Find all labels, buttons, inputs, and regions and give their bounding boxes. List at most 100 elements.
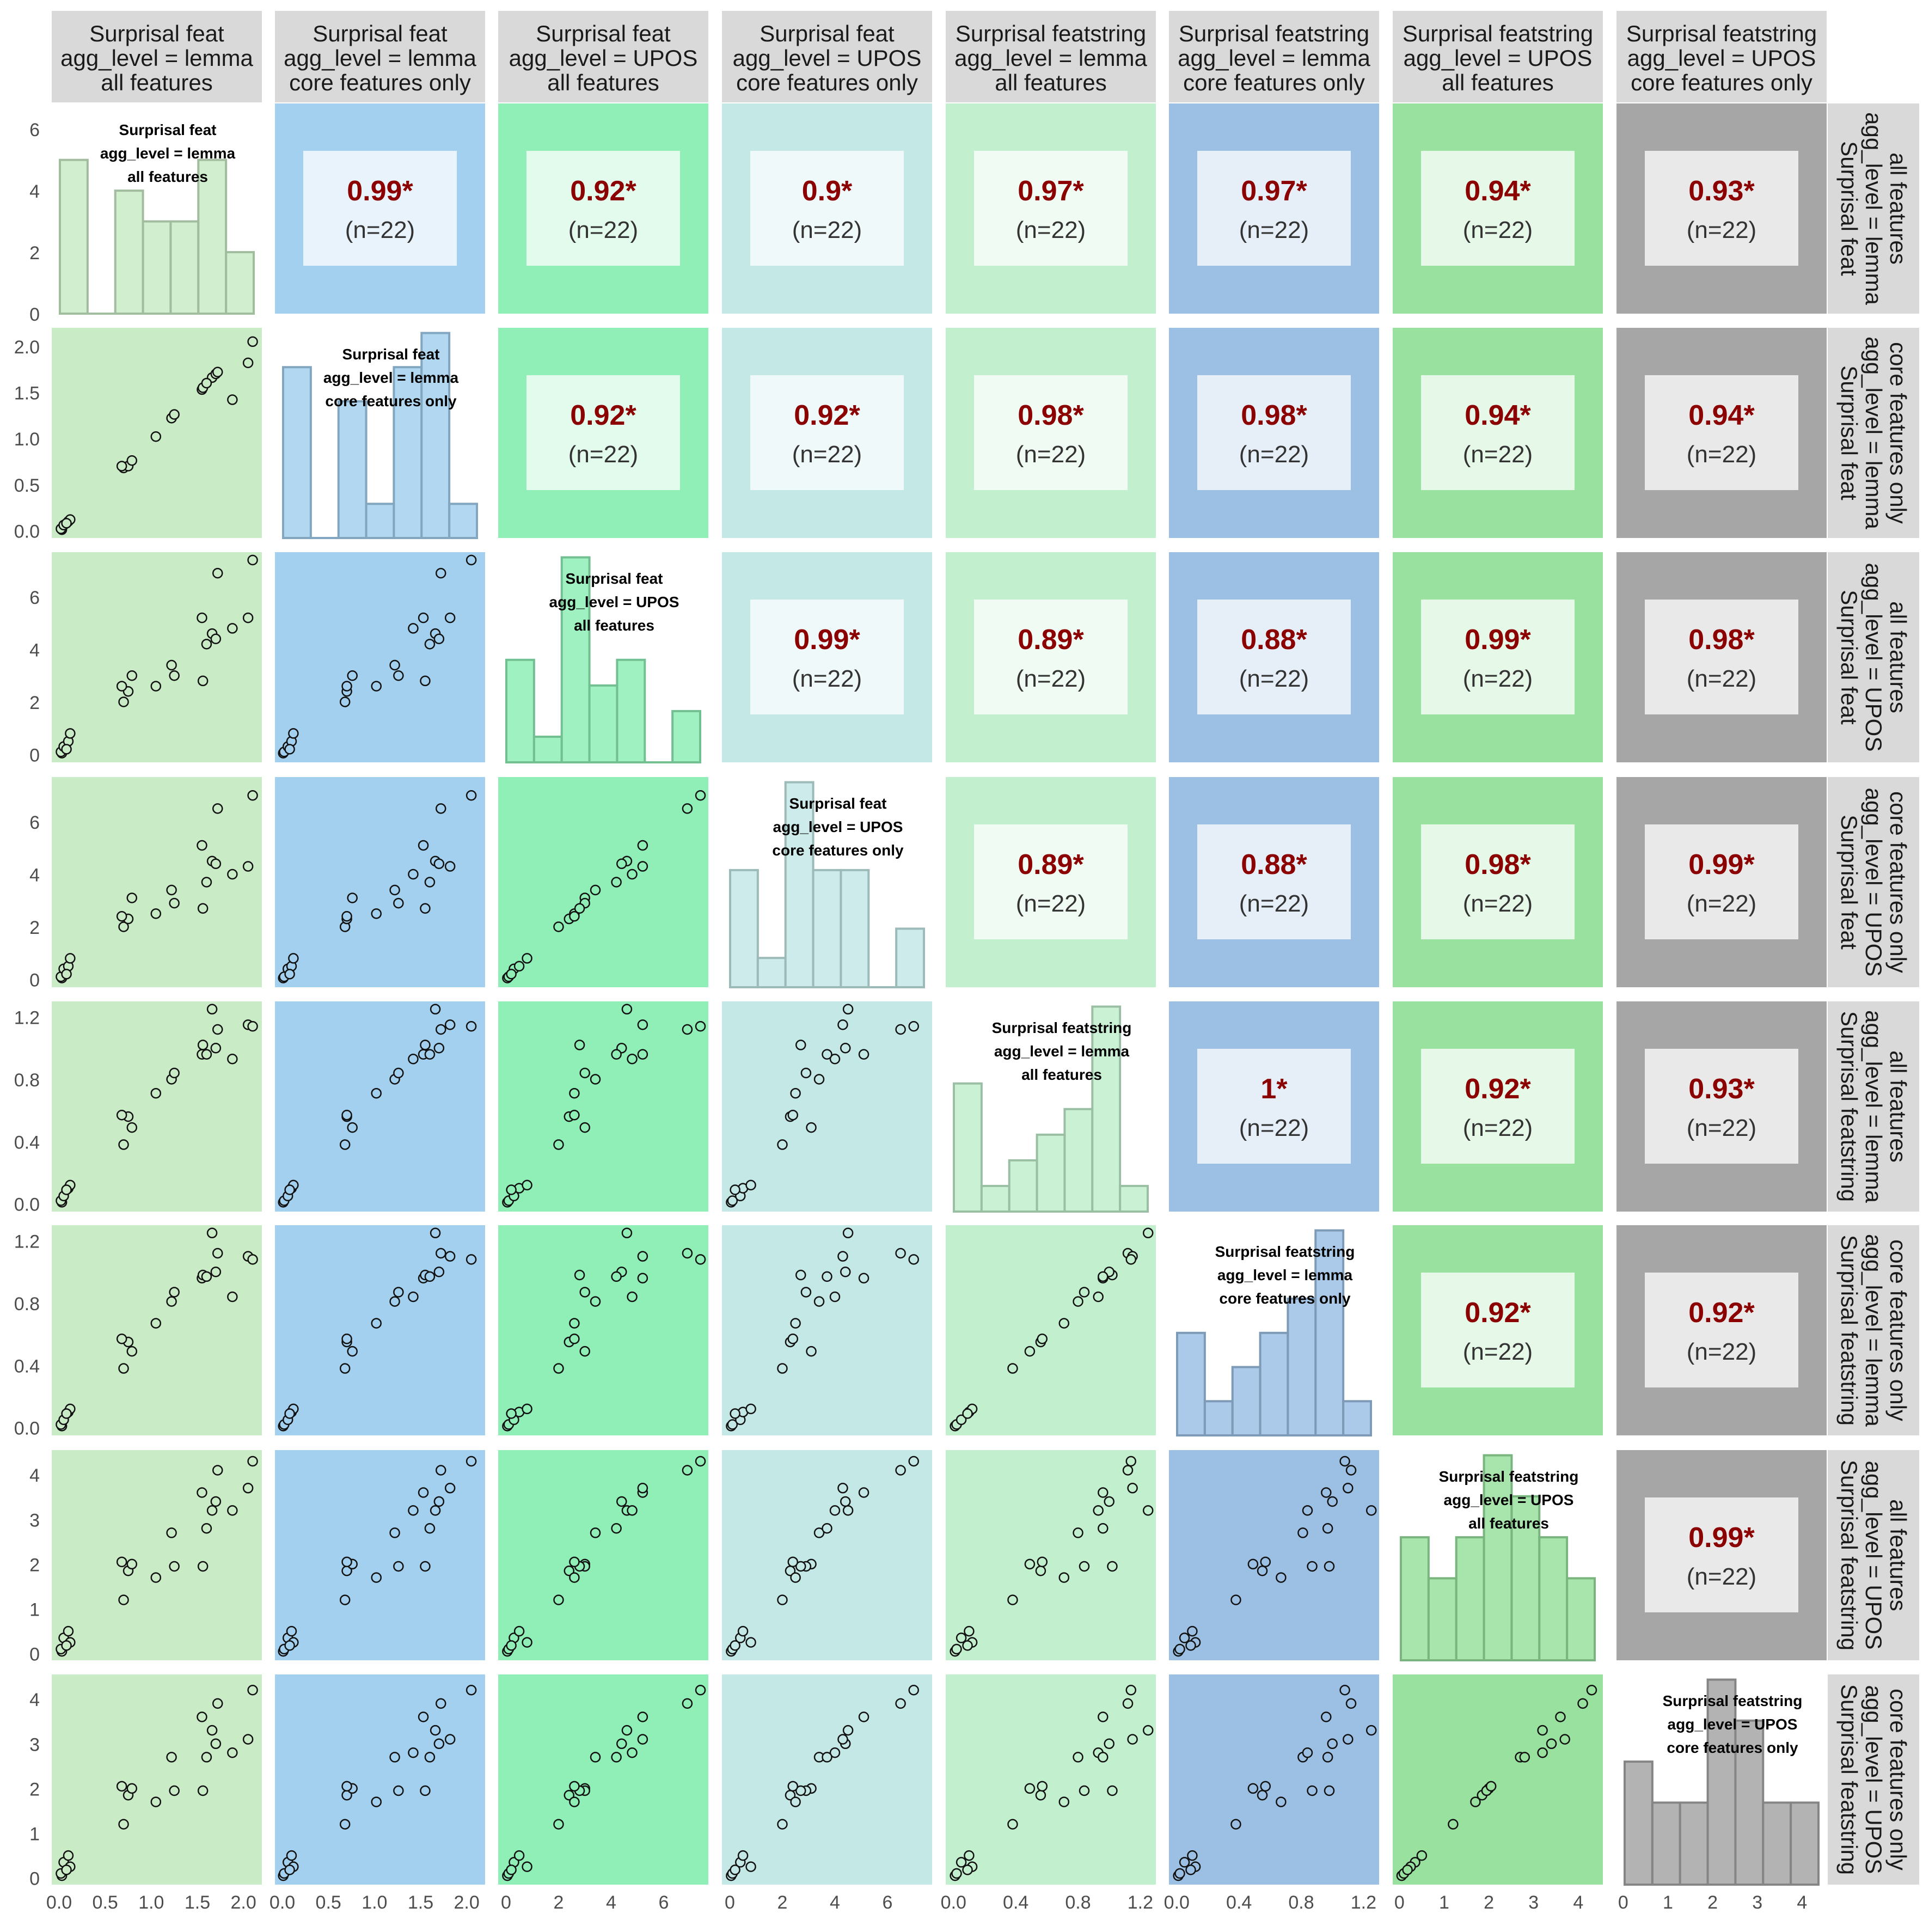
- y-tick-label: 0.8: [14, 1070, 40, 1091]
- correlation-label-box: [1645, 1273, 1798, 1387]
- row-strip-bg: [1828, 103, 1919, 314]
- scatter-point: [837, 1019, 848, 1030]
- scatter-panel-7-1: [275, 1674, 485, 1885]
- row-strip-text: agg_level = UPOS: [1861, 563, 1887, 752]
- scatter-point: [65, 953, 76, 964]
- correlation-value: 0.98*: [1018, 400, 1084, 431]
- histogram-panel-5: Surprisal featstring agg_level = lemma cor…: [1176, 1229, 1372, 1436]
- scatter-point: [745, 1179, 756, 1191]
- y-tick-label: 1.0: [14, 429, 40, 450]
- correlation-n-label: (n=22): [1239, 217, 1309, 243]
- x-tick-label: 4: [1797, 1892, 1807, 1913]
- scatter-point: [347, 670, 358, 681]
- scatter-point: [424, 1271, 436, 1282]
- correlation-n-label: (n=22): [1463, 217, 1533, 243]
- scatter-point: [506, 1864, 517, 1875]
- scatter-point: [1448, 1819, 1459, 1830]
- scatter-point: [1276, 1572, 1287, 1583]
- scatter-point: [1247, 1558, 1259, 1570]
- scatter-point: [197, 1040, 209, 1050]
- correlation-label-box: [974, 600, 1128, 714]
- scatter-point: [166, 659, 177, 671]
- correlation-label-box: [303, 151, 457, 266]
- histogram-title-text: all features: [1468, 1515, 1549, 1532]
- scatter-point: [1307, 1785, 1318, 1796]
- scatter-point: [150, 1572, 162, 1583]
- histogram-title-text: agg_level = lemma: [323, 369, 459, 386]
- scatter-point: [790, 1796, 801, 1807]
- scatter-point: [1339, 1684, 1350, 1696]
- scatter-point: [242, 1734, 254, 1745]
- scatter-panel-7-4: [946, 1674, 1156, 1885]
- scatter-point: [169, 1785, 180, 1796]
- scatter-point: [169, 670, 180, 681]
- correlation-label-box: [1645, 151, 1798, 266]
- histogram-title-text: Surprisal featstring: [992, 1019, 1132, 1036]
- scatter-point: [822, 1271, 832, 1282]
- x-tick-label: 1.2: [1351, 1892, 1376, 1913]
- scatter-point: [212, 1248, 223, 1259]
- correlation-label-box: [1645, 824, 1798, 939]
- scatter-point: [777, 1594, 788, 1605]
- scatter-point: [341, 1781, 352, 1792]
- y-tick-label: 1: [29, 1824, 40, 1845]
- column-strip-text: core features only: [1183, 70, 1365, 95]
- scatter-point: [339, 1594, 351, 1605]
- histogram-bar: [114, 189, 144, 315]
- scatter-point: [962, 1640, 973, 1651]
- scatter-point: [1322, 1523, 1333, 1534]
- histogram-bar: [337, 400, 368, 539]
- correlation-label-box: [750, 375, 904, 490]
- scatter-point: [837, 1483, 848, 1494]
- row-strip-bg: [1828, 777, 1919, 987]
- scatter-point: [1127, 1734, 1138, 1745]
- y-tick-label: 6: [29, 588, 40, 608]
- correlation-panel-1-7: 0.94*(n=22): [1616, 328, 1827, 538]
- row-strip-text: all features: [1885, 1499, 1911, 1611]
- scatter-point: [1058, 1572, 1070, 1583]
- row-strip-text: core features only: [1885, 342, 1911, 524]
- scatter-point: [1586, 1684, 1597, 1696]
- scatter-panel-bg: [722, 1225, 932, 1435]
- histogram-bar: [448, 503, 479, 539]
- scatter-point: [169, 409, 180, 420]
- scatter-point: [444, 861, 456, 872]
- scatter-point: [522, 1179, 532, 1191]
- scatter-point: [389, 1527, 400, 1538]
- correlation-panel-0-4: 0.97*(n=22): [946, 103, 1156, 314]
- y-tick-label: 0.5: [14, 475, 40, 496]
- correlation-value: 0.89*: [1018, 624, 1084, 656]
- scatter-point: [150, 1087, 162, 1099]
- histogram-bar: [895, 927, 925, 989]
- correlation-value: 0.97*: [1018, 175, 1084, 207]
- scatter-point: [435, 1698, 446, 1709]
- histogram-title-text: Surprisal featstring: [1215, 1243, 1355, 1260]
- scatter-point: [284, 969, 295, 980]
- scatter-panel-6-4: [946, 1450, 1156, 1660]
- correlation-panel-3-4: 0.89*(n=22): [946, 777, 1156, 987]
- row-strip-text: agg_level = lemma: [1861, 1234, 1887, 1427]
- histogram-bar: [560, 556, 591, 763]
- y-tick-label: 0.4: [14, 1132, 40, 1153]
- scatter-point: [574, 1269, 585, 1281]
- scatter-point: [210, 1043, 222, 1054]
- scatter-point: [616, 1738, 627, 1750]
- histogram-title-text: agg_level = lemma: [1217, 1267, 1353, 1283]
- histogram-bar: [393, 366, 423, 540]
- scatter-point: [1098, 1271, 1109, 1282]
- scatter-point: [695, 1254, 706, 1265]
- histogram-bar: [1091, 1005, 1122, 1213]
- y-tick-label: 4: [29, 1465, 40, 1486]
- scatter-point: [371, 908, 382, 919]
- scatter-panel-5-0: [52, 1225, 262, 1435]
- correlation-panel-3-7: 0.99*(n=22): [1616, 777, 1827, 987]
- histogram-title-text: core features only: [1219, 1290, 1351, 1307]
